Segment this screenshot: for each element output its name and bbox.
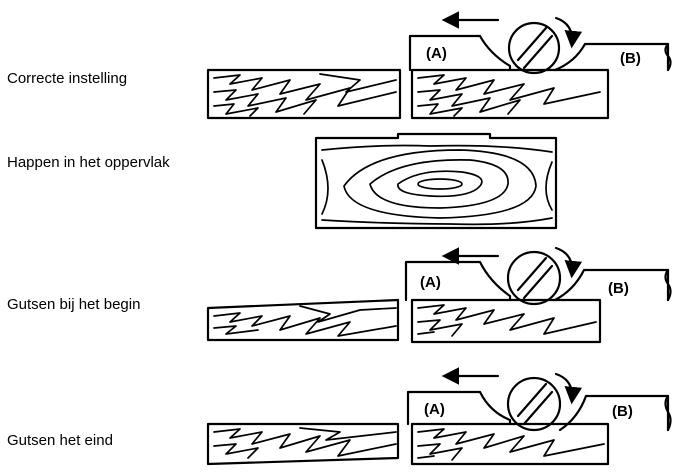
infeed-table-label: (A)	[424, 401, 445, 418]
cutterhead-icon	[507, 21, 561, 75]
outfeed-table-label: (B)	[612, 403, 633, 420]
workpiece-on-tables	[410, 298, 602, 344]
rotation-arrow-icon	[554, 246, 583, 279]
break-line	[664, 394, 672, 432]
outfeed-table	[558, 394, 670, 432]
row-snipe-surface	[314, 132, 558, 230]
break-line	[664, 42, 672, 72]
rotation-arrow-icon	[554, 16, 583, 49]
outfeed-table	[553, 42, 670, 72]
infeed-table	[404, 260, 512, 302]
infeed-table	[406, 390, 512, 426]
caption-gouge-start: Gutsen bij het begin	[7, 296, 141, 313]
row-correct-setting: (A) (B)	[206, 11, 672, 120]
workpiece-infeed-side	[206, 298, 400, 342]
outfeed-table-label: (B)	[608, 280, 629, 297]
workpiece-on-tables	[410, 422, 610, 466]
sniped-board	[314, 132, 558, 230]
infeed-table	[408, 34, 512, 72]
outfeed-table	[553, 268, 670, 302]
row-gouge-end: (A) (B)	[206, 367, 672, 466]
infeed-table-label: (A)	[420, 274, 441, 291]
cutterhead-icon	[506, 250, 562, 306]
caption-gouge-end: Gutsen het eind	[7, 432, 113, 449]
workpiece-infeed-side	[206, 422, 400, 466]
break-line	[664, 268, 672, 302]
caption-snipe-surface: Happen in het oppervlak	[7, 154, 170, 171]
cutterhead-icon	[506, 376, 562, 432]
outfeed-table-label: (B)	[620, 50, 641, 67]
workpiece-on-tables	[410, 68, 610, 120]
workpiece-infeed-side	[206, 68, 402, 120]
infeed-table-label: (A)	[426, 45, 447, 62]
caption-correct-setting: Correcte instelling	[7, 70, 128, 87]
rotation-arrow-icon	[554, 372, 583, 405]
row-gouge-start: (A) (B)	[206, 246, 672, 344]
